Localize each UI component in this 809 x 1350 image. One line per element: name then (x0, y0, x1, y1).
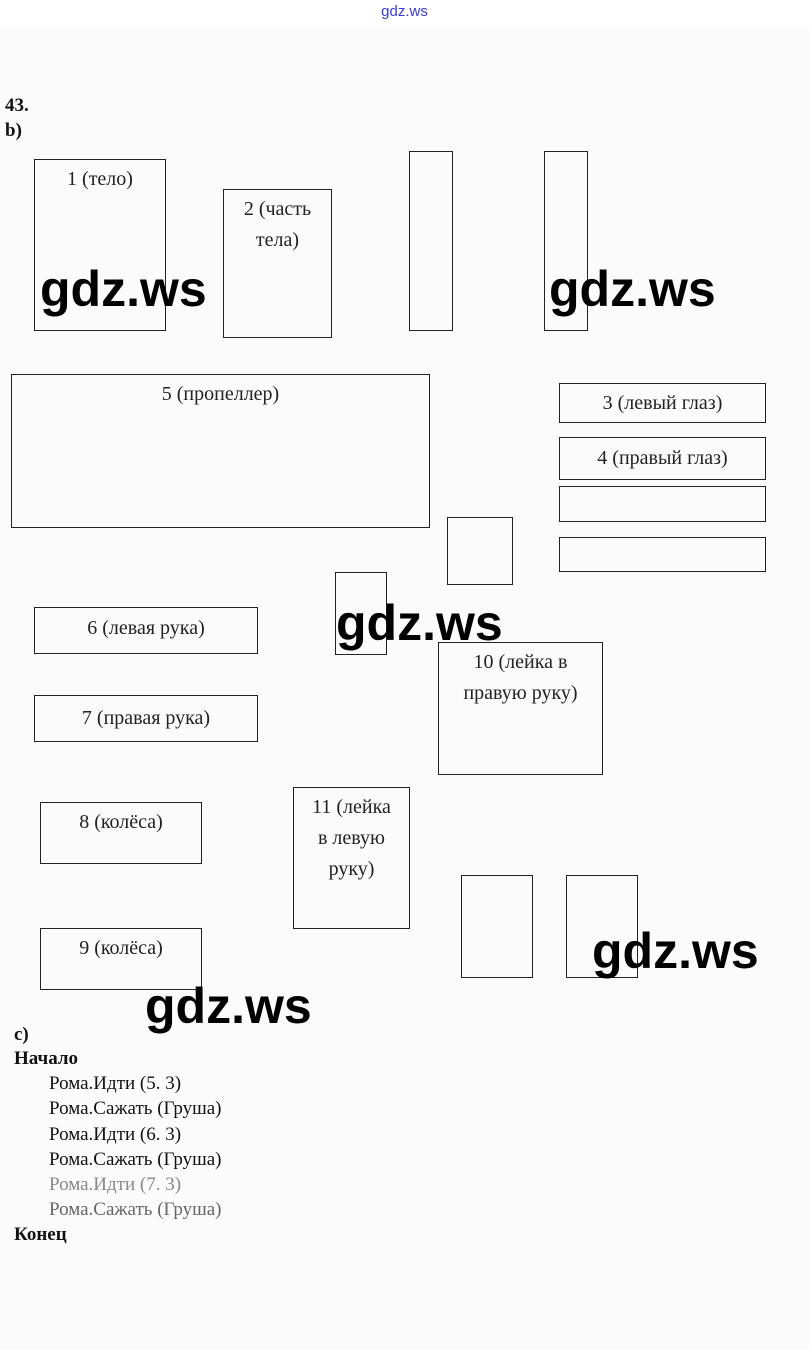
site-link[interactable]: gdz.ws (381, 3, 428, 20)
code-line: Рома.Сажать (Груша) (49, 1098, 222, 1119)
blank-box (461, 875, 533, 978)
program-end: Конец (14, 1224, 67, 1245)
box-label: 5 (пропеллер) (161, 383, 280, 405)
blank-box (559, 486, 766, 522)
blank-box (544, 151, 588, 331)
blank-box (566, 875, 638, 978)
box-1-body: 1 (тело) (34, 159, 166, 331)
box-7-right-arm: 7 (правая рука) (34, 695, 258, 742)
watermark: gdz.ws (549, 261, 716, 317)
box-10-can-right-hand: 10 (лейка в правую руку) (438, 642, 603, 775)
box-11-can-left-hand: 11 (лейка в левую руку) (293, 787, 410, 929)
box-3-left-eye: 3 (левый глаз) (559, 383, 766, 423)
box-4-right-eye: 4 (правый глаз) (559, 437, 766, 480)
watermark: gdz.ws (592, 923, 759, 979)
blank-box (559, 537, 766, 572)
blank-box (409, 151, 453, 331)
program-begin: Начало (14, 1048, 79, 1069)
part-b-label: b) (5, 120, 22, 141)
code-line: Рома.Идти (6. 3) (49, 1124, 182, 1145)
code-line: Рома.Идти (7. 3) (49, 1174, 182, 1195)
box-8-wheels: 8 (колёса) (40, 802, 202, 864)
box-9-wheels: 9 (колёса) (40, 928, 202, 990)
box-label: 3 (левый глаз) (602, 392, 723, 414)
code-line: Рома.Идти (5. 3) (49, 1073, 182, 1094)
box-label: 4 (правый глаз) (597, 447, 728, 469)
box-label: 9 (колёса) (79, 937, 163, 959)
box-2-body-part: 2 (часть тела) (223, 189, 332, 338)
part-c-label: c) (14, 1024, 29, 1045)
watermark: gdz.ws (40, 261, 207, 317)
code-line: Рома.Сажать (Груша) (49, 1149, 222, 1170)
box-label: 11 (лейка в левую руку) (312, 796, 391, 880)
box-label: 1 (тело) (67, 168, 133, 190)
blank-box (335, 572, 387, 655)
blank-box (447, 517, 513, 585)
box-label: 2 (часть тела) (243, 198, 312, 251)
box-label: 6 (левая рука) (87, 617, 205, 639)
box-label: 7 (правая рука) (81, 707, 211, 729)
task-number: 43. (5, 95, 29, 116)
box-6-left-arm: 6 (левая рука) (34, 607, 258, 654)
box-label: 10 (лейка в правую руку) (463, 651, 578, 704)
watermark: gdz.ws (336, 595, 503, 651)
box-label: 8 (колёса) (79, 811, 163, 833)
watermark: gdz.ws (145, 978, 312, 1034)
top-bar: gdz.ws (0, 0, 809, 26)
code-line: Рома.Сажать (Груша) (49, 1199, 222, 1220)
box-5-propeller: 5 (пропеллер) (11, 374, 430, 528)
